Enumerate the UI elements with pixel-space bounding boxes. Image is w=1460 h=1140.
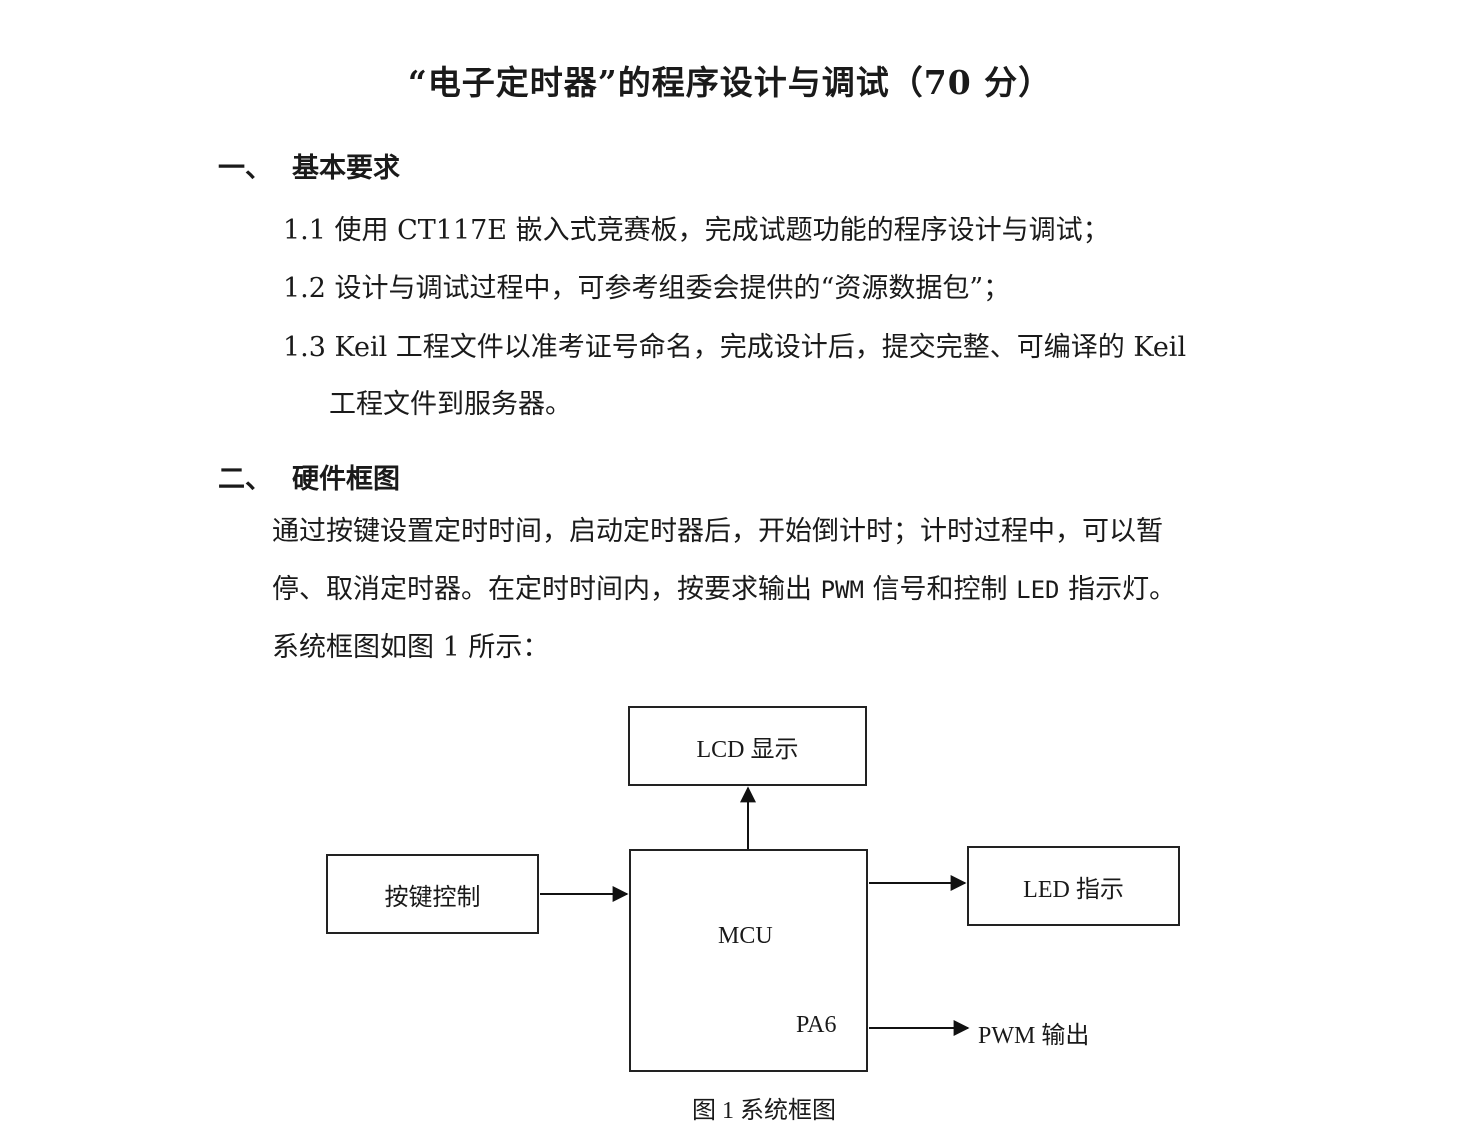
requirement-item-3-continued: 工程文件到服务器。 (329, 389, 572, 420)
requirement-item-1: 1.1 使用 CT117E 嵌入式竞赛板，完成试题功能的程序设计与调试； (283, 215, 1110, 246)
lcd-display-label: LCD 显示 (696, 736, 799, 763)
document-title: “电子定时器”的程序设计与调试（70 分） (407, 63, 1053, 102)
section-heading-requirements: 一、 基本要求 (218, 146, 400, 185)
mcu-label: MCU (718, 923, 773, 949)
led-term: LED (1016, 576, 1060, 604)
paragraph-line-2: 停、取消定时器。在定时时间内，按要求输出 PWM 信号和控制 LED 指示灯。 (272, 561, 1176, 619)
section-heading-hardware: 二、 硬件框图 (218, 457, 400, 496)
figure-caption: 图 1 系统框图 (692, 1098, 836, 1124)
text-run: 信号和控制 (863, 574, 1017, 605)
pa6-pin-label: PA6 (796, 1012, 837, 1038)
mcu-block (629, 849, 868, 1072)
section-number: 一、 (218, 153, 272, 184)
requirement-item-2: 1.2 设计与调试过程中，可参考组委会提供的“资源数据包”； (283, 273, 1011, 304)
key-control-label: 按键控制 (384, 884, 481, 911)
section-number: 二、 (218, 464, 272, 495)
lcd-display-block: LCD 显示 (628, 706, 867, 786)
text-run: 指示灯。 (1059, 574, 1177, 605)
led-indicator-block: LED 指示 (967, 846, 1180, 926)
paragraph-line-1: 通过按键设置定时时间，启动定时器后，开始倒计时；计时过程中，可以暂 (272, 516, 1163, 547)
paragraph-line-3: 系统框图如图 1 所示： (272, 632, 550, 663)
led-indicator-label: LED 指示 (1023, 876, 1124, 903)
section-title: 基本要求 (292, 153, 400, 184)
pwm-term: PWM (820, 576, 864, 604)
pwm-output-label: PWM 输出 (978, 1023, 1090, 1049)
key-control-block: 按键控制 (326, 854, 539, 934)
section-title: 硬件框图 (292, 464, 400, 495)
text-run: 停、取消定时器。在定时时间内，按要求输出 (272, 574, 821, 605)
requirement-item-3: 1.3 Keil 工程文件以准考证号命名，完成设计后，提交完整、可编译的 Kei… (283, 332, 1187, 363)
